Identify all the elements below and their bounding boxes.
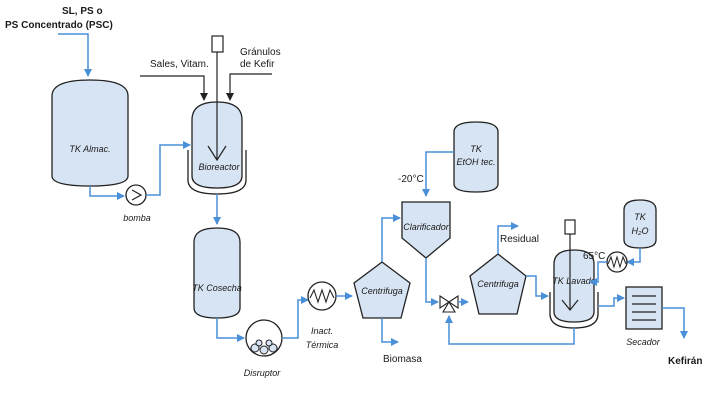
lavado-agitator-motor	[564, 219, 576, 235]
disruptor-to-inact-pipe	[282, 296, 309, 339]
bioreactor-label: Bioreactor	[198, 162, 240, 172]
residual-pipe	[497, 222, 519, 254]
inact-label-line2: Térmica	[306, 340, 339, 350]
pump-to-bioreactor-pipe	[146, 141, 191, 196]
residual-label: Residual	[500, 234, 539, 245]
granulos-line1: Gránulos	[240, 47, 281, 58]
clarifier-temp-label: -20°C	[398, 174, 424, 185]
lavado-temp-label: 65°C	[583, 251, 605, 262]
thermal-inactivation-exchanger: Inact. Térmica	[306, 281, 339, 350]
pump: bomba	[123, 184, 151, 223]
secador-dryer: Secador	[625, 286, 663, 347]
recycle-to-valve-pipe	[445, 315, 575, 345]
clarifier-to-valve-pipe	[425, 258, 439, 306]
disruptor-label: Disruptor	[244, 368, 282, 378]
secador-label: Secador	[626, 337, 661, 347]
feed-label-line2: PS Concentrado (PSC)	[5, 20, 113, 31]
inact-label-line1: Inact.	[311, 326, 333, 336]
centrifuge-1: Centrifuga	[353, 261, 411, 319]
lavado-to-secador-pipe	[598, 294, 625, 307]
kefiran-label: Kefirán	[668, 356, 702, 367]
three-way-valve	[439, 294, 459, 313]
granulos-pipe	[226, 73, 272, 101]
feed-label-line1: SL, PS o	[62, 6, 103, 17]
feed-pipe	[58, 33, 92, 77]
centrifuge-2: Centrifuga	[469, 253, 527, 315]
tk-lavado-label: TK Lavado	[552, 276, 596, 286]
tk-h2o-tank: TK H₂O	[623, 199, 657, 249]
secador-to-product-pipe	[662, 307, 688, 339]
tk-etoh-tank: TK EtOH tec.	[453, 121, 499, 193]
tk-cosecha-label: TK Cosecha	[192, 283, 242, 293]
cosecha-to-disruptor-pipe	[216, 318, 245, 342]
feed-label: SL, PS o PS Concentrado (PSC)	[5, 6, 113, 31]
disruptor: Disruptor	[244, 319, 283, 378]
tk-h2o-label-line2: H₂O	[632, 226, 649, 236]
bioreactor: Sales, Vitam. Gránulos de Kefir Bioreact…	[140, 35, 281, 195]
h2o-to-heater-pipe	[626, 248, 641, 266]
tk-h2o-label-line1: TK	[634, 212, 646, 222]
heater-to-lavado-pipe	[589, 261, 607, 286]
centrifuge-to-lavado-pipe	[526, 275, 549, 300]
centrifuge-1-label: Centrifuga	[361, 286, 403, 296]
centrifuge-to-clarifier-pipe	[381, 214, 401, 262]
tk-lavado-tank: TK Lavado	[549, 219, 599, 329]
tk-almac-label: TK Almac.	[69, 144, 110, 154]
tk-etoh-label-line1: TK	[470, 144, 482, 154]
sales-pipe	[140, 75, 208, 101]
tk-etoh-label-line2: EtOH tec.	[456, 157, 495, 167]
granulos-line2: de Kefir	[240, 59, 275, 70]
tk-cosecha-tank: TK Cosecha	[192, 227, 242, 319]
clarifier-label: Clarificador	[403, 222, 450, 232]
biomasa-label: Biomasa	[383, 354, 422, 365]
water-heater	[606, 251, 628, 273]
tank-to-pump-pipe	[89, 186, 125, 200]
agitator-motor	[211, 35, 224, 53]
etoh-to-clarifier-pipe	[422, 151, 454, 197]
sales-label: Sales, Vitam.	[150, 59, 209, 70]
centrifuge-2-label: Centrifuga	[477, 279, 519, 289]
pump-label: bomba	[123, 213, 151, 223]
biomasa-pipe	[381, 318, 399, 346]
clarifier: Clarificador	[401, 201, 451, 259]
tk-almac-tank: TK Almac.	[51, 79, 129, 187]
